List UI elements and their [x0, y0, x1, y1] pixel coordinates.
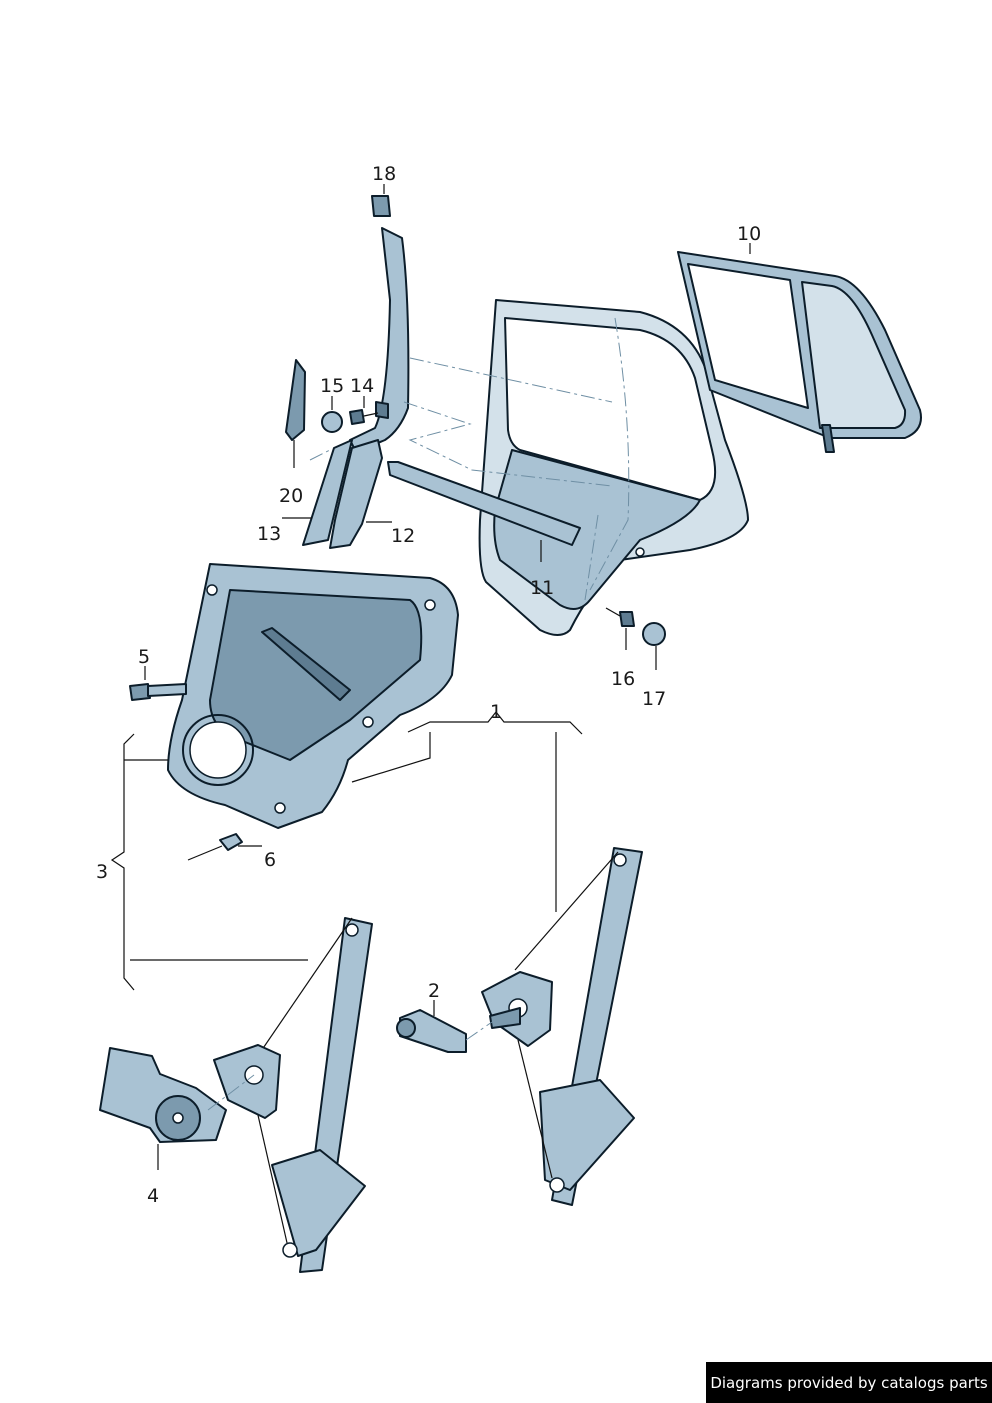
window-strip-parts [285, 359, 353, 546]
callout-3: 3 [96, 861, 108, 883]
callout-11: 11 [530, 577, 554, 599]
callout-20: 20 [279, 485, 303, 507]
callout-1: 1 [490, 701, 502, 723]
window-glass-assembly [677, 251, 922, 453]
fasteners-carrier [129, 683, 243, 861]
callout-5: 5 [138, 646, 150, 668]
window-regulator-left [213, 917, 373, 1273]
callout-2: 2 [428, 980, 440, 1002]
callout-6: 6 [264, 849, 276, 871]
callout-10: 10 [737, 223, 761, 245]
sealing-strip [387, 461, 581, 546]
window-regulator-right [481, 847, 643, 1206]
callout-12: 12 [391, 525, 415, 547]
callout-17: 17 [642, 688, 666, 710]
callout-14: 14 [350, 375, 374, 397]
assembly-carrier [167, 563, 459, 829]
crank-adapter [396, 1009, 493, 1053]
callout-18: 18 [372, 163, 396, 185]
window-guide-rail [329, 195, 410, 549]
callout-13: 13 [257, 523, 281, 545]
callout-4: 4 [147, 1185, 159, 1207]
callout-16: 16 [611, 668, 635, 690]
callout-labels: 18 10 15 14 20 13 12 11 16 17 5 1 6 3 2 … [96, 163, 761, 1207]
credit-banner: Diagrams provided by catalogs parts [706, 1362, 992, 1403]
assembly-lines [403, 357, 613, 487]
credit-text: Diagrams provided by catalogs parts [710, 1373, 988, 1392]
door-shell [478, 299, 749, 636]
fasteners-upper [321, 409, 666, 646]
window-motor [99, 1047, 255, 1143]
callout-15: 15 [320, 375, 344, 397]
leader-lines [110, 184, 751, 1170]
